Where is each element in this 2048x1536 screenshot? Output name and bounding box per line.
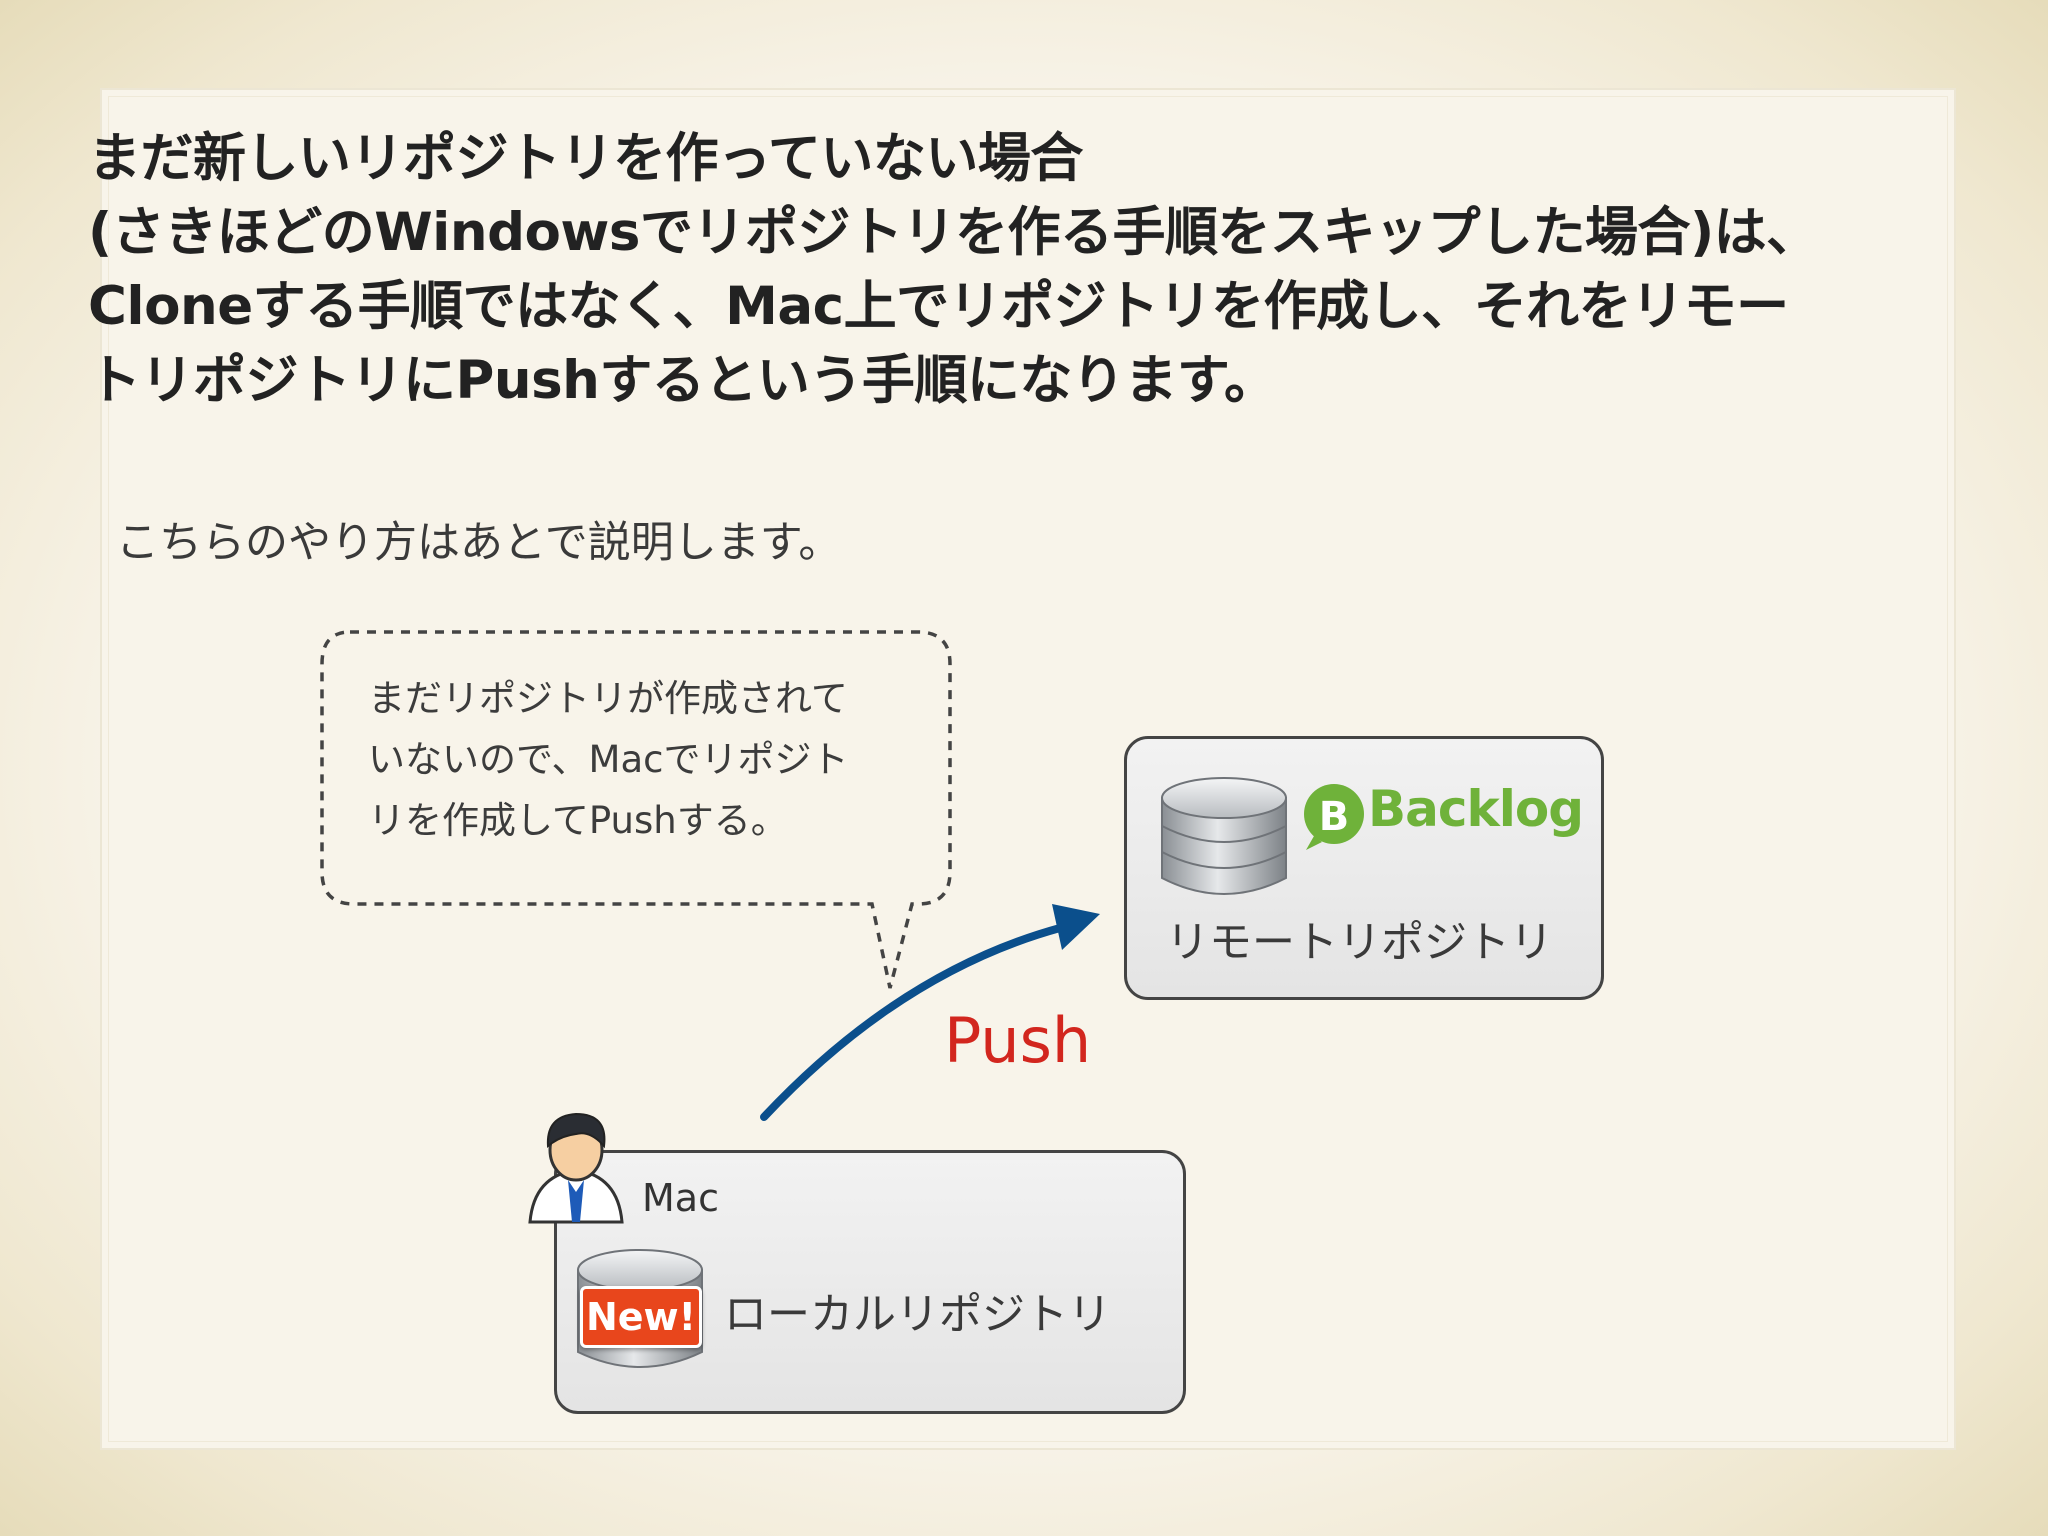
local-repository-label: ローカルリポジトリ [724,1280,1111,1342]
bubble-line: いないので、Macでリポジト [368,729,928,790]
speech-bubble-text: まだリポジトリが作成されて いないので、Macでリポジト リを作成してPushす… [368,668,928,851]
bubble-line: リを作成してPushする。 [368,790,928,851]
new-badge: New! [580,1286,702,1348]
bubble-line: まだリポジトリが作成されて [368,668,928,729]
machine-label: Mac [642,1176,719,1220]
push-label: Push [944,1004,1091,1077]
push-arrow-head [1052,904,1100,950]
backlog-logo-text: Backlog [1368,780,1583,838]
remote-repository-label: リモートリポジトリ [1166,908,1553,970]
